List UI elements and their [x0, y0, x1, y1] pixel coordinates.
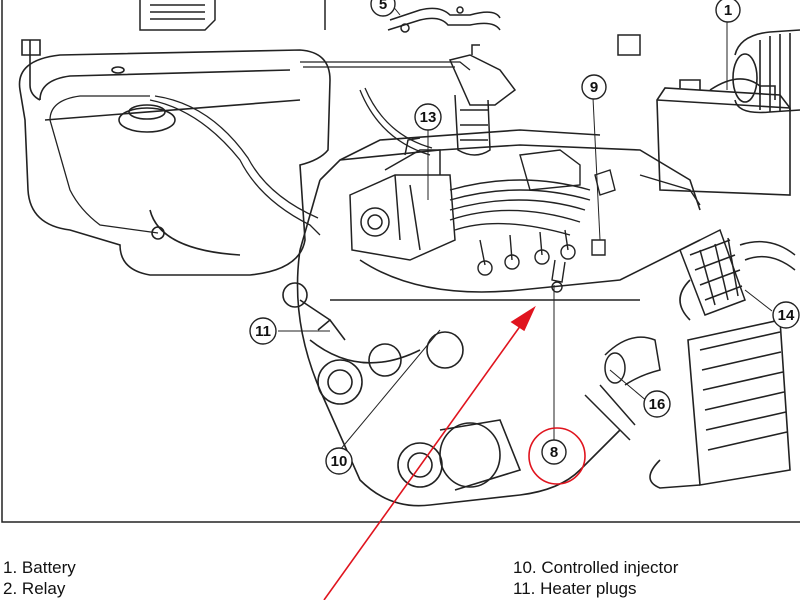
- legend-label: Controlled injector: [541, 558, 679, 577]
- legend-number: 1.: [3, 558, 18, 577]
- callout-10: [325, 447, 353, 475]
- legend-label: Heater plugs: [540, 579, 637, 598]
- legend-item-controlled-injector: 10. Controlled injector: [513, 557, 678, 578]
- connector-9: [519, 149, 701, 256]
- callouts: [249, 0, 800, 475]
- legend-item-heater-plugs: 11. Heater plugs: [513, 578, 678, 599]
- callout-1-label: 1: [724, 2, 732, 19]
- red-arrow-head: [510, 305, 536, 332]
- callout-14-label: 14: [778, 307, 795, 324]
- pulleys: [282, 282, 522, 491]
- fuel-tank: [18, 39, 331, 276]
- callout-8-label: 8: [550, 444, 558, 461]
- callout-11-label: 11: [255, 323, 271, 340]
- legend-item-relay: 2. Relay: [3, 578, 76, 599]
- air-duct-14: [679, 228, 796, 316]
- callout-13: [414, 103, 442, 131]
- legend-label: Relay: [21, 579, 66, 598]
- callout-16: [643, 390, 671, 418]
- callout-10-label: 10: [331, 453, 348, 470]
- callout-labels: 1 5 9 13 11 10 8 14 16: [255, 0, 795, 470]
- hose-16: [584, 336, 661, 441]
- callout-5: [370, 0, 396, 17]
- diagram-frame: [1, 0, 800, 523]
- legend-item-battery: 1. Battery: [3, 557, 76, 578]
- red-arrow-line: [323, 317, 527, 600]
- intercooler: [649, 279, 791, 489]
- engine-block: [296, 129, 701, 507]
- red-annotations: [323, 305, 586, 600]
- callout-8: [541, 439, 567, 465]
- injector-pipes: [449, 179, 591, 293]
- legend-number: 2.: [3, 579, 18, 598]
- legend-label: Battery: [21, 558, 76, 577]
- leader-lines: [278, 4, 773, 451]
- fuel-filter: [448, 44, 517, 156]
- component-top-box: [139, 0, 326, 31]
- callout-16-label: 16: [649, 396, 666, 413]
- legend-left: 1. Battery 2. Relay: [3, 557, 76, 599]
- red-highlight-circle: [528, 427, 586, 485]
- callout-1: [715, 0, 741, 23]
- legend-number: 11.: [513, 579, 536, 598]
- callout-9: [581, 74, 607, 100]
- callout-5-label: 5: [379, 0, 387, 13]
- relay-box: [617, 34, 641, 56]
- bracket-5: [387, 6, 501, 33]
- callout-13-label: 13: [420, 109, 437, 126]
- air-filter: [732, 29, 800, 114]
- injection-pump: [349, 137, 456, 261]
- callout-11: [249, 317, 277, 345]
- callout-9-label: 9: [590, 79, 598, 96]
- callout-14: [772, 301, 800, 329]
- legend-right: 10. Controlled injector 11. Heater plugs: [513, 557, 678, 599]
- legend-number: 10.: [513, 558, 537, 577]
